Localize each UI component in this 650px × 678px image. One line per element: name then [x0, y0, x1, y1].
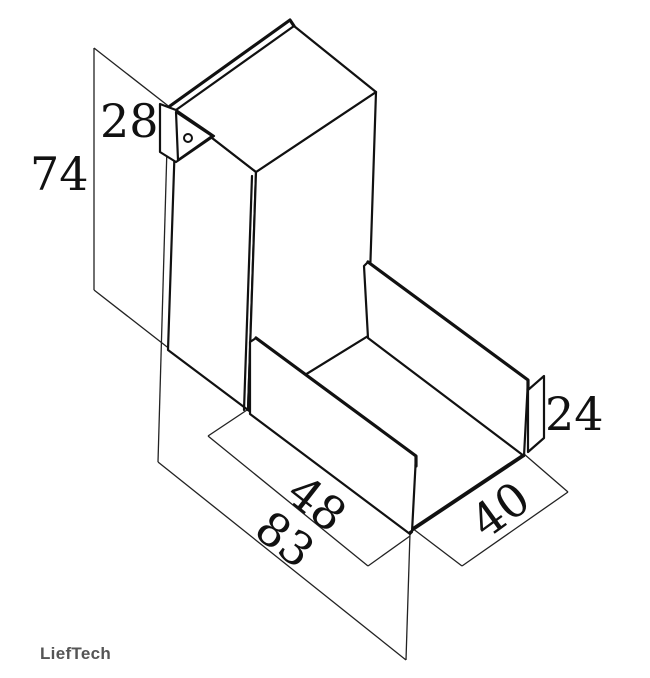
dim-label-24: 24 — [545, 387, 604, 441]
flange-hole — [183, 133, 193, 143]
channel-end-tab — [526, 374, 546, 454]
dim-48-ext-right — [367, 535, 411, 567]
dim-74-ext-top — [93, 47, 177, 113]
bracket-part — [158, 18, 546, 536]
dim-40-line — [461, 491, 569, 567]
dim-40-ext-left — [411, 527, 463, 567]
tower-top-lip — [168, 18, 296, 108]
channel-end-edge — [408, 454, 526, 534]
dim-83-vertical-left — [157, 111, 169, 463]
flange-tab-face — [174, 110, 214, 162]
dim-48-line — [207, 435, 369, 567]
dim-83-line — [157, 461, 407, 661]
channel-back-lip — [366, 260, 530, 392]
dim-48-ext-left — [207, 407, 251, 437]
dim-label-28: 28 — [100, 94, 159, 148]
channel-front-lip — [254, 336, 418, 468]
tower-vertical-inner — [242, 174, 254, 412]
brand-watermark: LiefTech — [40, 644, 112, 663]
tower-top-face — [174, 24, 378, 174]
dim-40-ext-right — [523, 453, 569, 493]
dim-label-74: 74 — [30, 147, 89, 201]
